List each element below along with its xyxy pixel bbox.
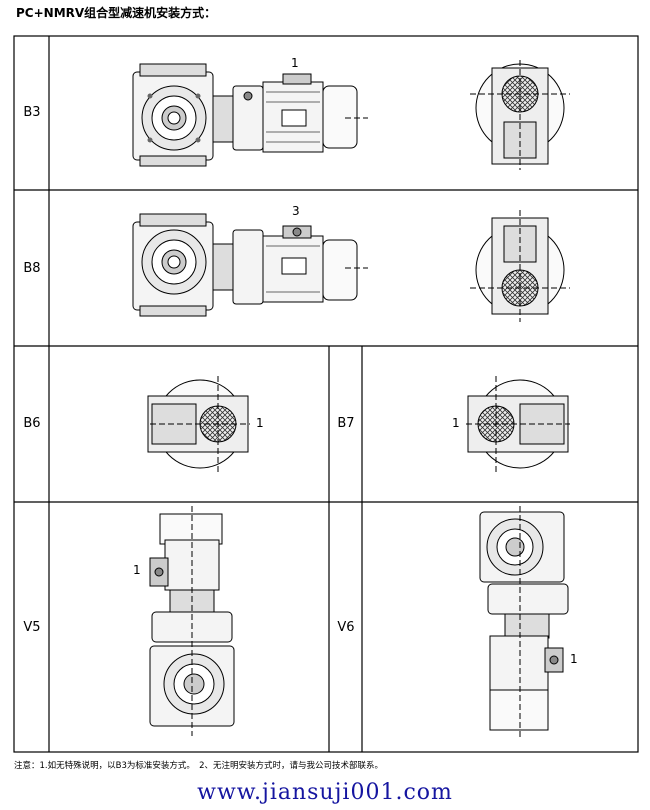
- drawing-b8-end: [470, 210, 570, 322]
- drawing-b6: [147, 376, 250, 472]
- callout-b8: 3: [292, 204, 300, 218]
- page-title: PC+NMRV组合型减速机安装方式：: [16, 6, 217, 20]
- row-label-v6: V6: [337, 620, 355, 635]
- drawing-v5: [149, 506, 235, 736]
- callout-b3: 1: [291, 56, 299, 70]
- drawing-b8-side: [132, 213, 368, 317]
- website-watermark: www.jiansuji001.com: [197, 780, 453, 805]
- callout-v6: 1: [570, 652, 578, 666]
- callout-b7: 1: [452, 416, 460, 430]
- drawing-b3-side: [132, 63, 368, 167]
- callout-b6: 1: [256, 416, 264, 430]
- drawing-v6: [479, 506, 569, 740]
- callout-v5: 1: [133, 563, 141, 577]
- row-label-b6: B6: [23, 416, 41, 431]
- row-label-b3: B3: [23, 105, 41, 120]
- row-label-b8: B8: [23, 261, 41, 276]
- drawing-b7: [466, 376, 570, 472]
- row-label-v5: V5: [23, 620, 41, 635]
- row-label-b7: B7: [337, 416, 355, 431]
- installation-note: 注意：1.如无特殊说明，以B3为标准安装方式。 2、无注明安装方式时，请与我公司…: [14, 761, 384, 771]
- drawing-b3-end: [470, 60, 570, 170]
